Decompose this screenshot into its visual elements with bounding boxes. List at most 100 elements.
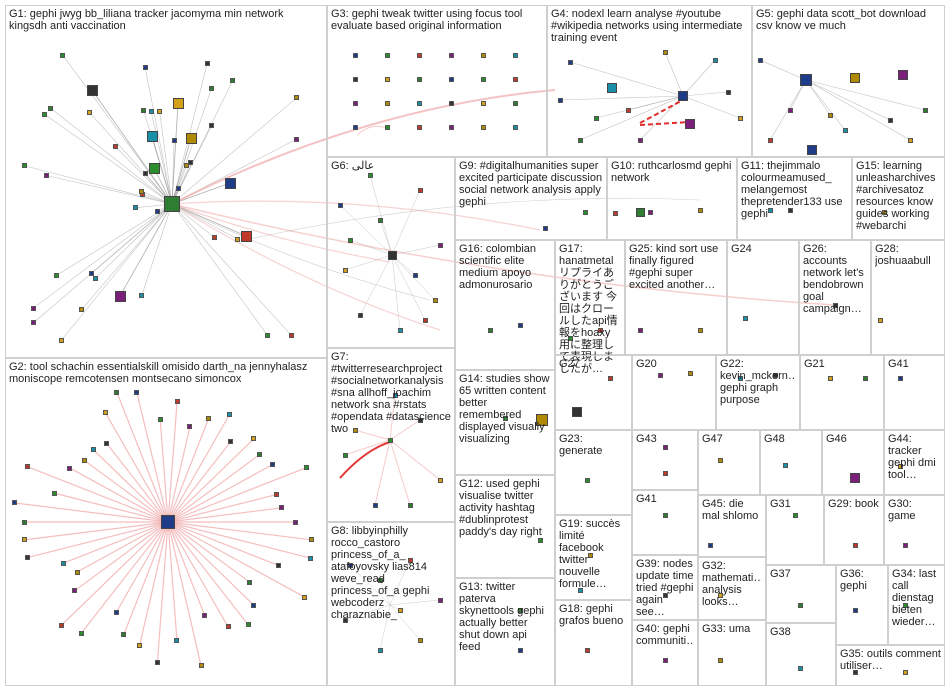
node-icon: [141, 108, 147, 114]
edge: [171, 203, 391, 263]
node-icon: [174, 398, 180, 404]
node-icon: [697, 327, 703, 333]
node-icon: [625, 107, 631, 113]
node-icon: [58, 623, 64, 629]
edge: [171, 102, 179, 205]
edge: [374, 439, 391, 506]
node-icon: [782, 462, 788, 468]
node-icon: [133, 205, 139, 211]
node-icon: [772, 372, 778, 378]
edge: [90, 203, 173, 275]
node-icon: [792, 512, 798, 518]
edge: [167, 521, 311, 559]
edge: [167, 507, 282, 523]
node-icon: [67, 465, 73, 471]
node-icon: [392, 392, 398, 398]
node-icon: [637, 327, 643, 333]
node-icon: [226, 412, 232, 418]
edge: [106, 443, 169, 523]
edge: [27, 521, 169, 559]
avatar-icon: [164, 196, 180, 212]
node-icon: [48, 105, 54, 111]
node-icon: [337, 202, 343, 208]
edge: [167, 521, 229, 628]
node-icon: [25, 555, 31, 561]
node-icon: [787, 207, 793, 213]
edge: [349, 239, 393, 256]
edge: [84, 460, 169, 523]
node-icon: [257, 451, 263, 457]
edge: [171, 203, 441, 331]
node-icon: [887, 117, 893, 123]
edge: [171, 137, 192, 205]
edge: [167, 467, 307, 523]
edge: [119, 203, 173, 297]
node-icon: [662, 657, 668, 663]
node-icon: [577, 137, 583, 143]
avatar-icon: [898, 70, 908, 80]
node-icon: [209, 123, 215, 129]
node-icon: [289, 333, 295, 339]
node-icon: [308, 537, 314, 543]
edge: [391, 254, 426, 321]
edge: [171, 97, 297, 205]
node-icon: [448, 52, 454, 58]
avatar-icon: [850, 473, 860, 483]
node-icon: [82, 458, 88, 464]
edge: [759, 59, 807, 81]
edge: [46, 175, 173, 205]
node-icon: [21, 537, 27, 543]
edge: [167, 521, 178, 641]
avatar-icon: [807, 145, 817, 155]
edge: [579, 95, 684, 141]
node-icon: [637, 137, 643, 143]
node-icon: [584, 647, 590, 653]
edge: [116, 391, 169, 523]
avatar-icon: [536, 414, 548, 426]
node-icon: [448, 100, 454, 106]
node-icon: [31, 305, 37, 311]
edge: [244, 198, 701, 241]
edge: [167, 521, 279, 566]
edge: [55, 203, 173, 276]
avatar-icon: [185, 132, 197, 144]
node-icon: [86, 109, 92, 115]
node-icon: [448, 124, 454, 130]
node-icon: [480, 76, 486, 82]
node-icon: [384, 52, 390, 58]
edge: [171, 80, 234, 205]
edge: [171, 203, 238, 240]
node-icon: [480, 100, 486, 106]
edge: [76, 521, 169, 573]
node-icon: [202, 613, 208, 619]
node-icon: [25, 464, 31, 470]
edge: [27, 466, 169, 523]
node-icon: [384, 124, 390, 130]
node-icon: [347, 562, 353, 568]
node-icon: [537, 537, 543, 543]
edge: [167, 521, 251, 583]
edge: [391, 189, 421, 256]
node-icon: [372, 502, 378, 508]
edge: [150, 111, 173, 205]
node-icon: [862, 375, 868, 381]
edge: [44, 114, 173, 205]
node-icon: [480, 124, 486, 130]
edge: [354, 429, 391, 441]
node-icon: [377, 217, 383, 223]
node-icon: [542, 225, 548, 231]
node-icon: [228, 439, 234, 445]
edge: [144, 67, 173, 205]
node-icon: [902, 669, 908, 675]
node-icon: [897, 463, 903, 469]
edge: [167, 521, 206, 617]
edge: [639, 121, 691, 126]
node-icon: [352, 100, 358, 106]
node-icon: [416, 76, 422, 82]
avatar-icon: [387, 250, 397, 260]
edge: [136, 391, 169, 523]
node-icon: [517, 647, 523, 653]
node-icon: [662, 470, 668, 476]
